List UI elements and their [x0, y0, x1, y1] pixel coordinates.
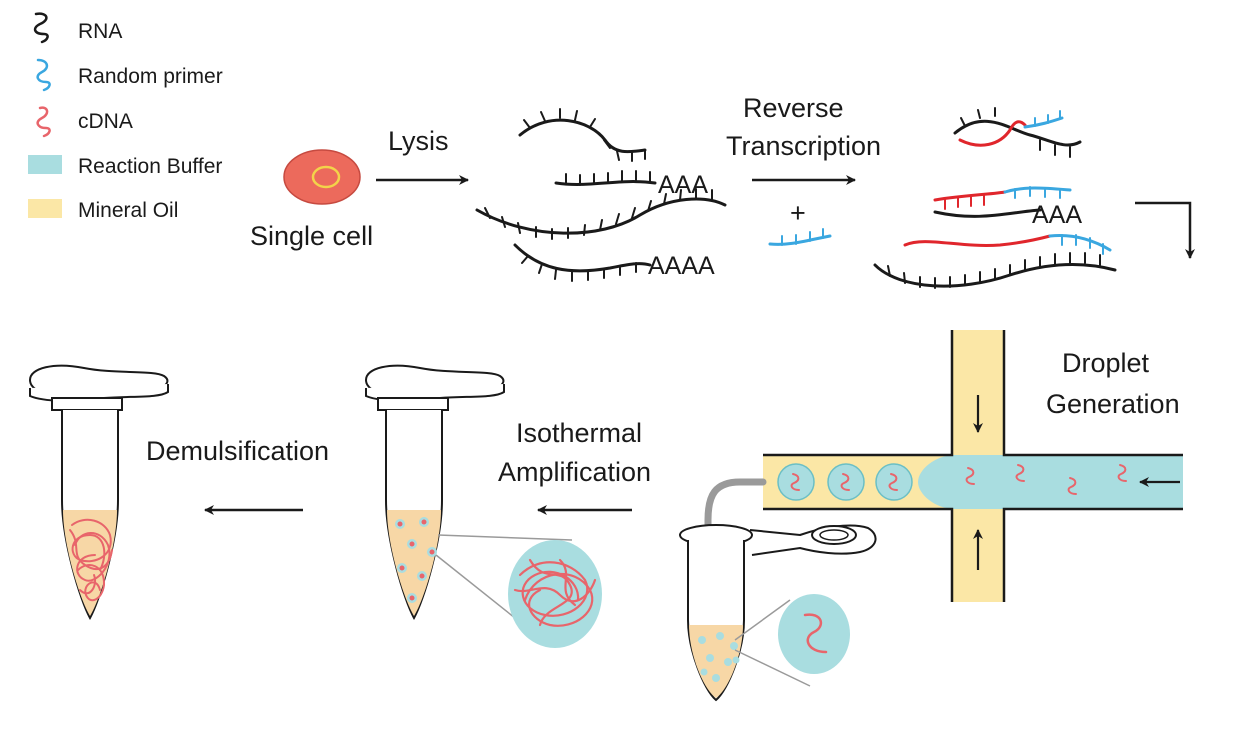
- rna-ticks-2: [565, 170, 651, 186]
- zoom-line-top: [734, 599, 791, 641]
- oil-swatch-icon: [28, 199, 62, 218]
- hybrid-3-primer: [1048, 234, 1112, 252]
- droplet-label-line2: Generation: [1046, 389, 1180, 419]
- zoom2-line-top: [437, 534, 573, 541]
- tube2-collar: [377, 397, 449, 411]
- tube2-droplets: [395, 517, 437, 603]
- isothermal-step: Isothermal Amplification: [498, 418, 651, 515]
- hybrid-1-ticks: [960, 107, 1071, 158]
- buffer-stream: [918, 455, 1183, 509]
- demul-label: Demulsification: [146, 436, 329, 466]
- rt-label-line1: Reverse: [743, 93, 844, 123]
- rna-strands: AAA AAAA: [475, 108, 727, 282]
- hybrid-2-blue-ticks: [1014, 186, 1061, 199]
- rt-step: Reverse Transcription +: [726, 93, 881, 246]
- legend-label-rna: RNA: [78, 20, 122, 43]
- rt-label-line2: Transcription: [726, 131, 881, 161]
- cell-label: Single cell: [250, 221, 373, 251]
- hybrid-2-primer: [1003, 186, 1072, 194]
- iso-label-line1: Isothermal: [516, 418, 642, 448]
- hybrid-1-rna: [953, 119, 1082, 147]
- rna-ticks-4: [521, 255, 637, 282]
- tube2-liquid: [387, 510, 441, 616]
- collection-tubing: [704, 478, 767, 584]
- legend-label-oil: Mineral Oil: [78, 199, 178, 222]
- legend-item-cdna: cDNA: [36, 106, 133, 138]
- legend: RNA Random primer cDNA Reaction Buffer M…: [28, 12, 223, 222]
- legend-label-cdna: cDNA: [78, 110, 133, 133]
- free-primer: [768, 228, 832, 246]
- demulsification-step: Demulsification: [146, 436, 329, 515]
- iso-label-line2: Amplification: [498, 457, 651, 487]
- single-cell: Single cell: [250, 149, 373, 251]
- open-lid: [749, 524, 877, 556]
- hybrid-3-cdna: [903, 234, 1052, 247]
- hybrid-1-cdna: [958, 120, 1027, 147]
- primer-squiggle-icon: [36, 58, 51, 92]
- hybrid-1-primer: [1023, 116, 1064, 129]
- hybrid-3-blue-ticks: [1061, 234, 1104, 255]
- droplet-label-line1: Droplet: [1062, 348, 1150, 378]
- tube1-collar: [51, 397, 123, 411]
- lysis-label: Lysis: [388, 126, 449, 156]
- hybrid-2-red-ticks: [944, 194, 985, 210]
- legend-item-buffer: Reaction Buffer: [28, 155, 222, 178]
- tube-wall: [687, 540, 745, 620]
- cell-body: [283, 149, 361, 205]
- cell-nucleus: [311, 165, 341, 189]
- amplification-tube: [364, 364, 602, 648]
- rna-strand-3: [475, 197, 727, 235]
- rna-strand-4: [513, 243, 652, 273]
- collection-tube: [679, 478, 877, 702]
- legend-item-oil: Mineral Oil: [28, 199, 178, 222]
- plus-sign: +: [790, 198, 806, 228]
- hybrid-2-rna: [933, 208, 1042, 218]
- channel-outline: [763, 330, 1183, 602]
- cdna-squiggle-icon: [36, 106, 51, 138]
- polya-label-2: AAAA: [648, 252, 715, 280]
- droplet-generator: Droplet Generation: [763, 330, 1183, 602]
- tube1-cdna-tangle: [69, 518, 113, 602]
- rna-ticks-1: [523, 108, 646, 162]
- demulsified-tube: [28, 364, 169, 621]
- tube1-liquid: [63, 510, 117, 616]
- hybrid-2-cdna: [933, 190, 1007, 202]
- legend-item-primer: Random primer: [36, 58, 223, 92]
- legend-label-buffer: Reaction Buffer: [78, 155, 222, 178]
- rna-ticks-3: [484, 188, 713, 240]
- zoom2-line-bottom: [435, 554, 521, 623]
- droplet-cdna: [790, 464, 1127, 495]
- tube-droplets: [698, 632, 740, 682]
- lysis-step: Lysis: [376, 126, 469, 185]
- droplet-zoom-cdna: [803, 613, 828, 654]
- rna-strand-2: [554, 180, 657, 186]
- corner-arrow: [1135, 201, 1195, 259]
- polya-label-1: AAA: [658, 171, 708, 199]
- rt-polya-label: AAA: [1032, 201, 1082, 229]
- hybrid-3-ticks: [887, 252, 1101, 289]
- legend-label-primer: Random primer: [78, 65, 223, 88]
- amplified-cdna-tangle: [513, 558, 597, 627]
- lid-ring-inner: [819, 529, 849, 541]
- droplet-zoom: [778, 594, 850, 674]
- zoom-line-bottom: [734, 649, 811, 687]
- lid-ring: [811, 525, 857, 545]
- rna-strand-1: [518, 118, 647, 154]
- rna-cdna-hybrids: AAA: [873, 107, 1117, 289]
- buffer-swatch-icon: [28, 155, 62, 174]
- hybrid-1-blue-ticks: [1034, 110, 1061, 127]
- legend-item-rna: RNA: [33, 12, 122, 44]
- rna-squiggle-icon: [33, 12, 49, 44]
